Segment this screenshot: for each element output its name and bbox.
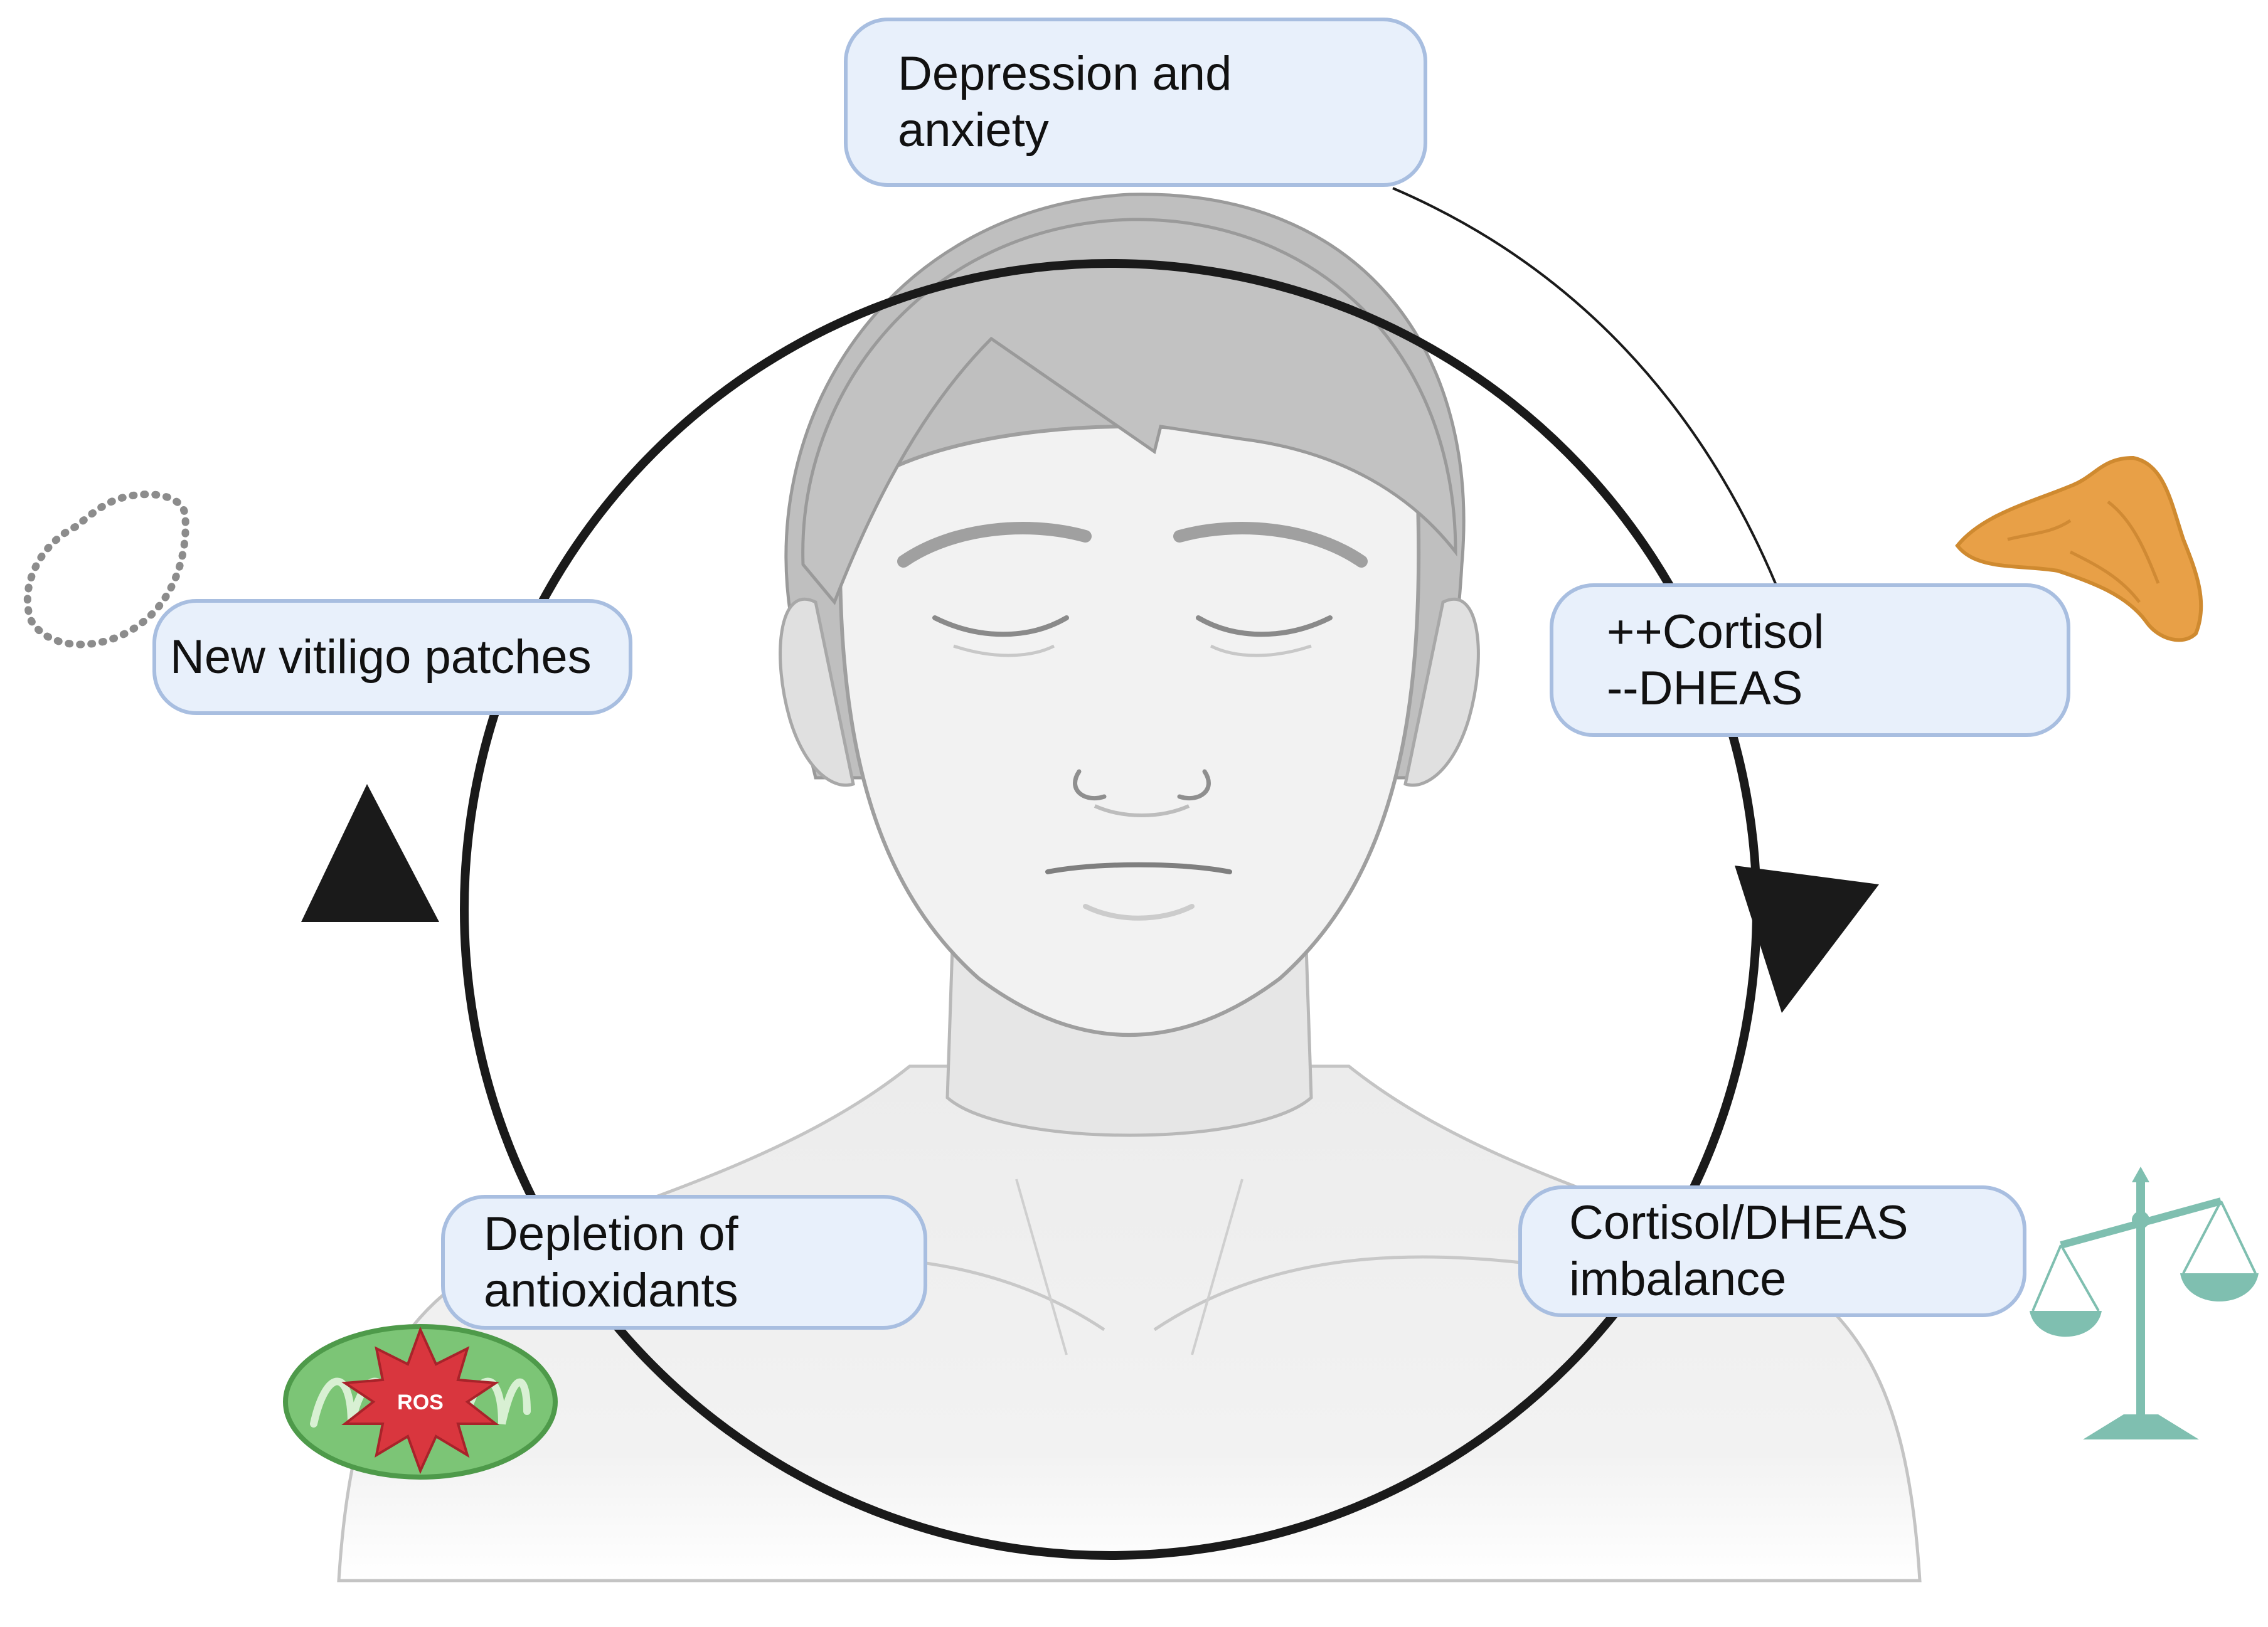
arrow-head-down: [1735, 866, 1879, 1013]
node-imbalance-line-1: Cortisol/DHEAS: [1569, 1196, 1909, 1249]
mitochondrion-ros-icon: ROS: [283, 1324, 558, 1480]
node-depression-anxiety: Depression and anxiety: [844, 18, 1427, 187]
nose-base: [1094, 804, 1190, 817]
vitiligo-patch-icon: [23, 490, 189, 649]
balance-scale-icon: [2030, 1167, 2259, 1439]
mouth: [1045, 862, 1232, 874]
node-depletion-antioxidants: Depletion of antioxidants: [441, 1195, 927, 1330]
node-cortisol-line-2: --DHEAS: [1607, 661, 1803, 715]
right-eyebrow: [1173, 522, 1368, 568]
right-eye: [1196, 615, 1333, 637]
node-depression-line-1: Depression and: [898, 47, 1232, 100]
nose: [1073, 769, 1211, 801]
node-cortisol-line-1: ++Cortisol: [1607, 605, 1824, 659]
right-eye-lid: [1210, 644, 1312, 657]
node-depression-line-2: anxiety: [898, 103, 1049, 157]
face: [838, 425, 1421, 1037]
ros-burst: [341, 1326, 499, 1475]
node-vitiligo-line-1: New vitiligo patches: [170, 630, 592, 684]
left-eye: [932, 615, 1069, 637]
right-ear: [1403, 597, 1480, 787]
lower-lip: [1083, 904, 1195, 921]
cycle-arrows: [301, 187, 1879, 1560]
ros-label: ROS: [397, 1391, 444, 1414]
person-illustration: [337, 193, 1922, 1582]
node-antioxidants-line-2: antioxidants: [484, 1263, 738, 1317]
arrow-head-up: [301, 784, 439, 922]
node-new-vitiligo-patches: New vitiligo patches: [152, 599, 632, 715]
neck-tendons: [1015, 1179, 1243, 1355]
node-antioxidants-line-1: Depletion of: [484, 1207, 738, 1261]
node-imbalance-line-2: imbalance: [1569, 1253, 1787, 1306]
node-cortisol-dheas: ++Cortisol --DHEAS: [1550, 583, 2070, 737]
left-eyebrow: [897, 522, 1092, 568]
left-ear: [779, 597, 855, 787]
adrenal-gland-icon: [1955, 455, 2203, 642]
left-eye-lid: [953, 644, 1055, 657]
cycle-ring-thin: [1392, 187, 1789, 615]
node-cortisol-dheas-imbalance: Cortisol/DHEAS imbalance: [1518, 1185, 2026, 1317]
